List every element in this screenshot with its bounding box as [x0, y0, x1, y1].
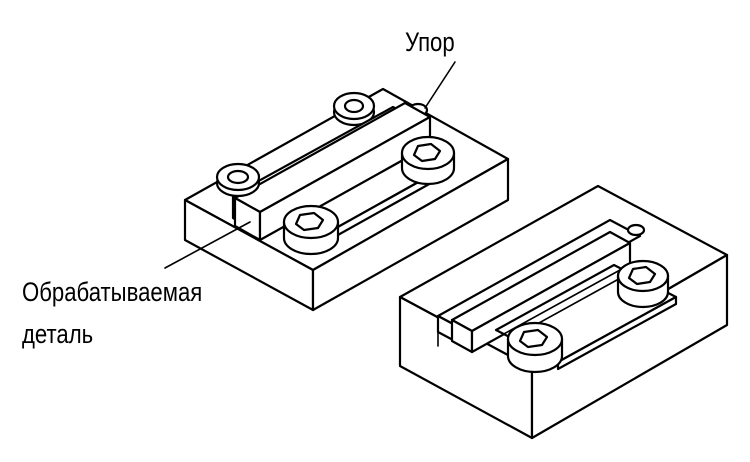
left-rear-screw-head	[400, 135, 456, 186]
right-front-screw-head	[506, 321, 564, 374]
right-rear-screw-head	[616, 259, 670, 309]
left-rear-washer	[332, 91, 376, 127]
left-fixture	[164, 61, 510, 312]
left-front-washer	[215, 162, 261, 198]
stop-leader-line	[424, 61, 456, 109]
right-stop-pin	[626, 223, 646, 237]
right-fixture	[398, 184, 729, 440]
stop-label: Упор	[405, 27, 455, 57]
workpiece-label-line1: Обрабатываемая	[22, 277, 203, 307]
workpiece-leader-line	[164, 221, 251, 269]
left-front-screw-head	[282, 204, 340, 256]
left-base-right-face	[311, 157, 510, 312]
workpiece-label-line2: деталь	[22, 319, 94, 349]
